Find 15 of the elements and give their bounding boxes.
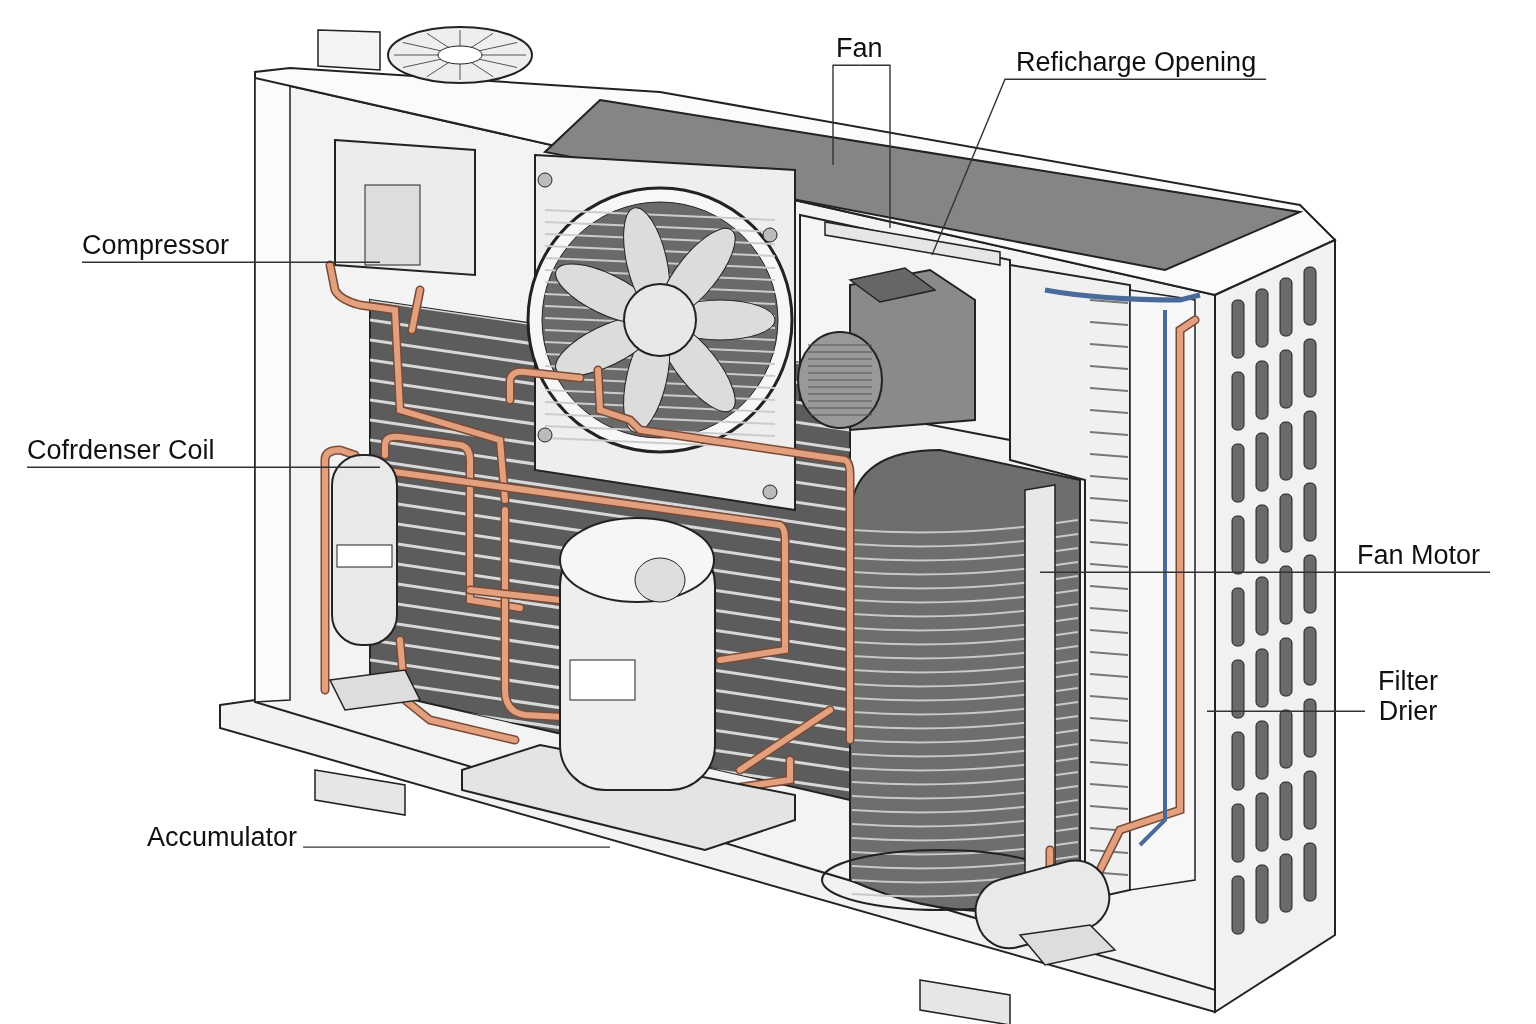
leader-line: [26, 466, 381, 468]
leader-line: [832, 64, 860, 166]
part-label: Filter Drier: [1373, 666, 1443, 727]
leader-line: [302, 846, 611, 848]
part-label: Cofrdenser Coil: [27, 435, 215, 466]
part-label: Fan: [836, 33, 883, 64]
leader-line: [81, 261, 381, 263]
part-label: Fan Motor: [1357, 540, 1481, 571]
leader-line: [931, 78, 1267, 256]
part-label: Accumulator: [147, 822, 298, 853]
leader-line: [1206, 710, 1366, 712]
leader-line: [1039, 571, 1491, 573]
leader-line: [858, 64, 891, 229]
part-label: Compressor: [82, 230, 230, 261]
part-label: Reficharge Opening: [1016, 47, 1257, 78]
